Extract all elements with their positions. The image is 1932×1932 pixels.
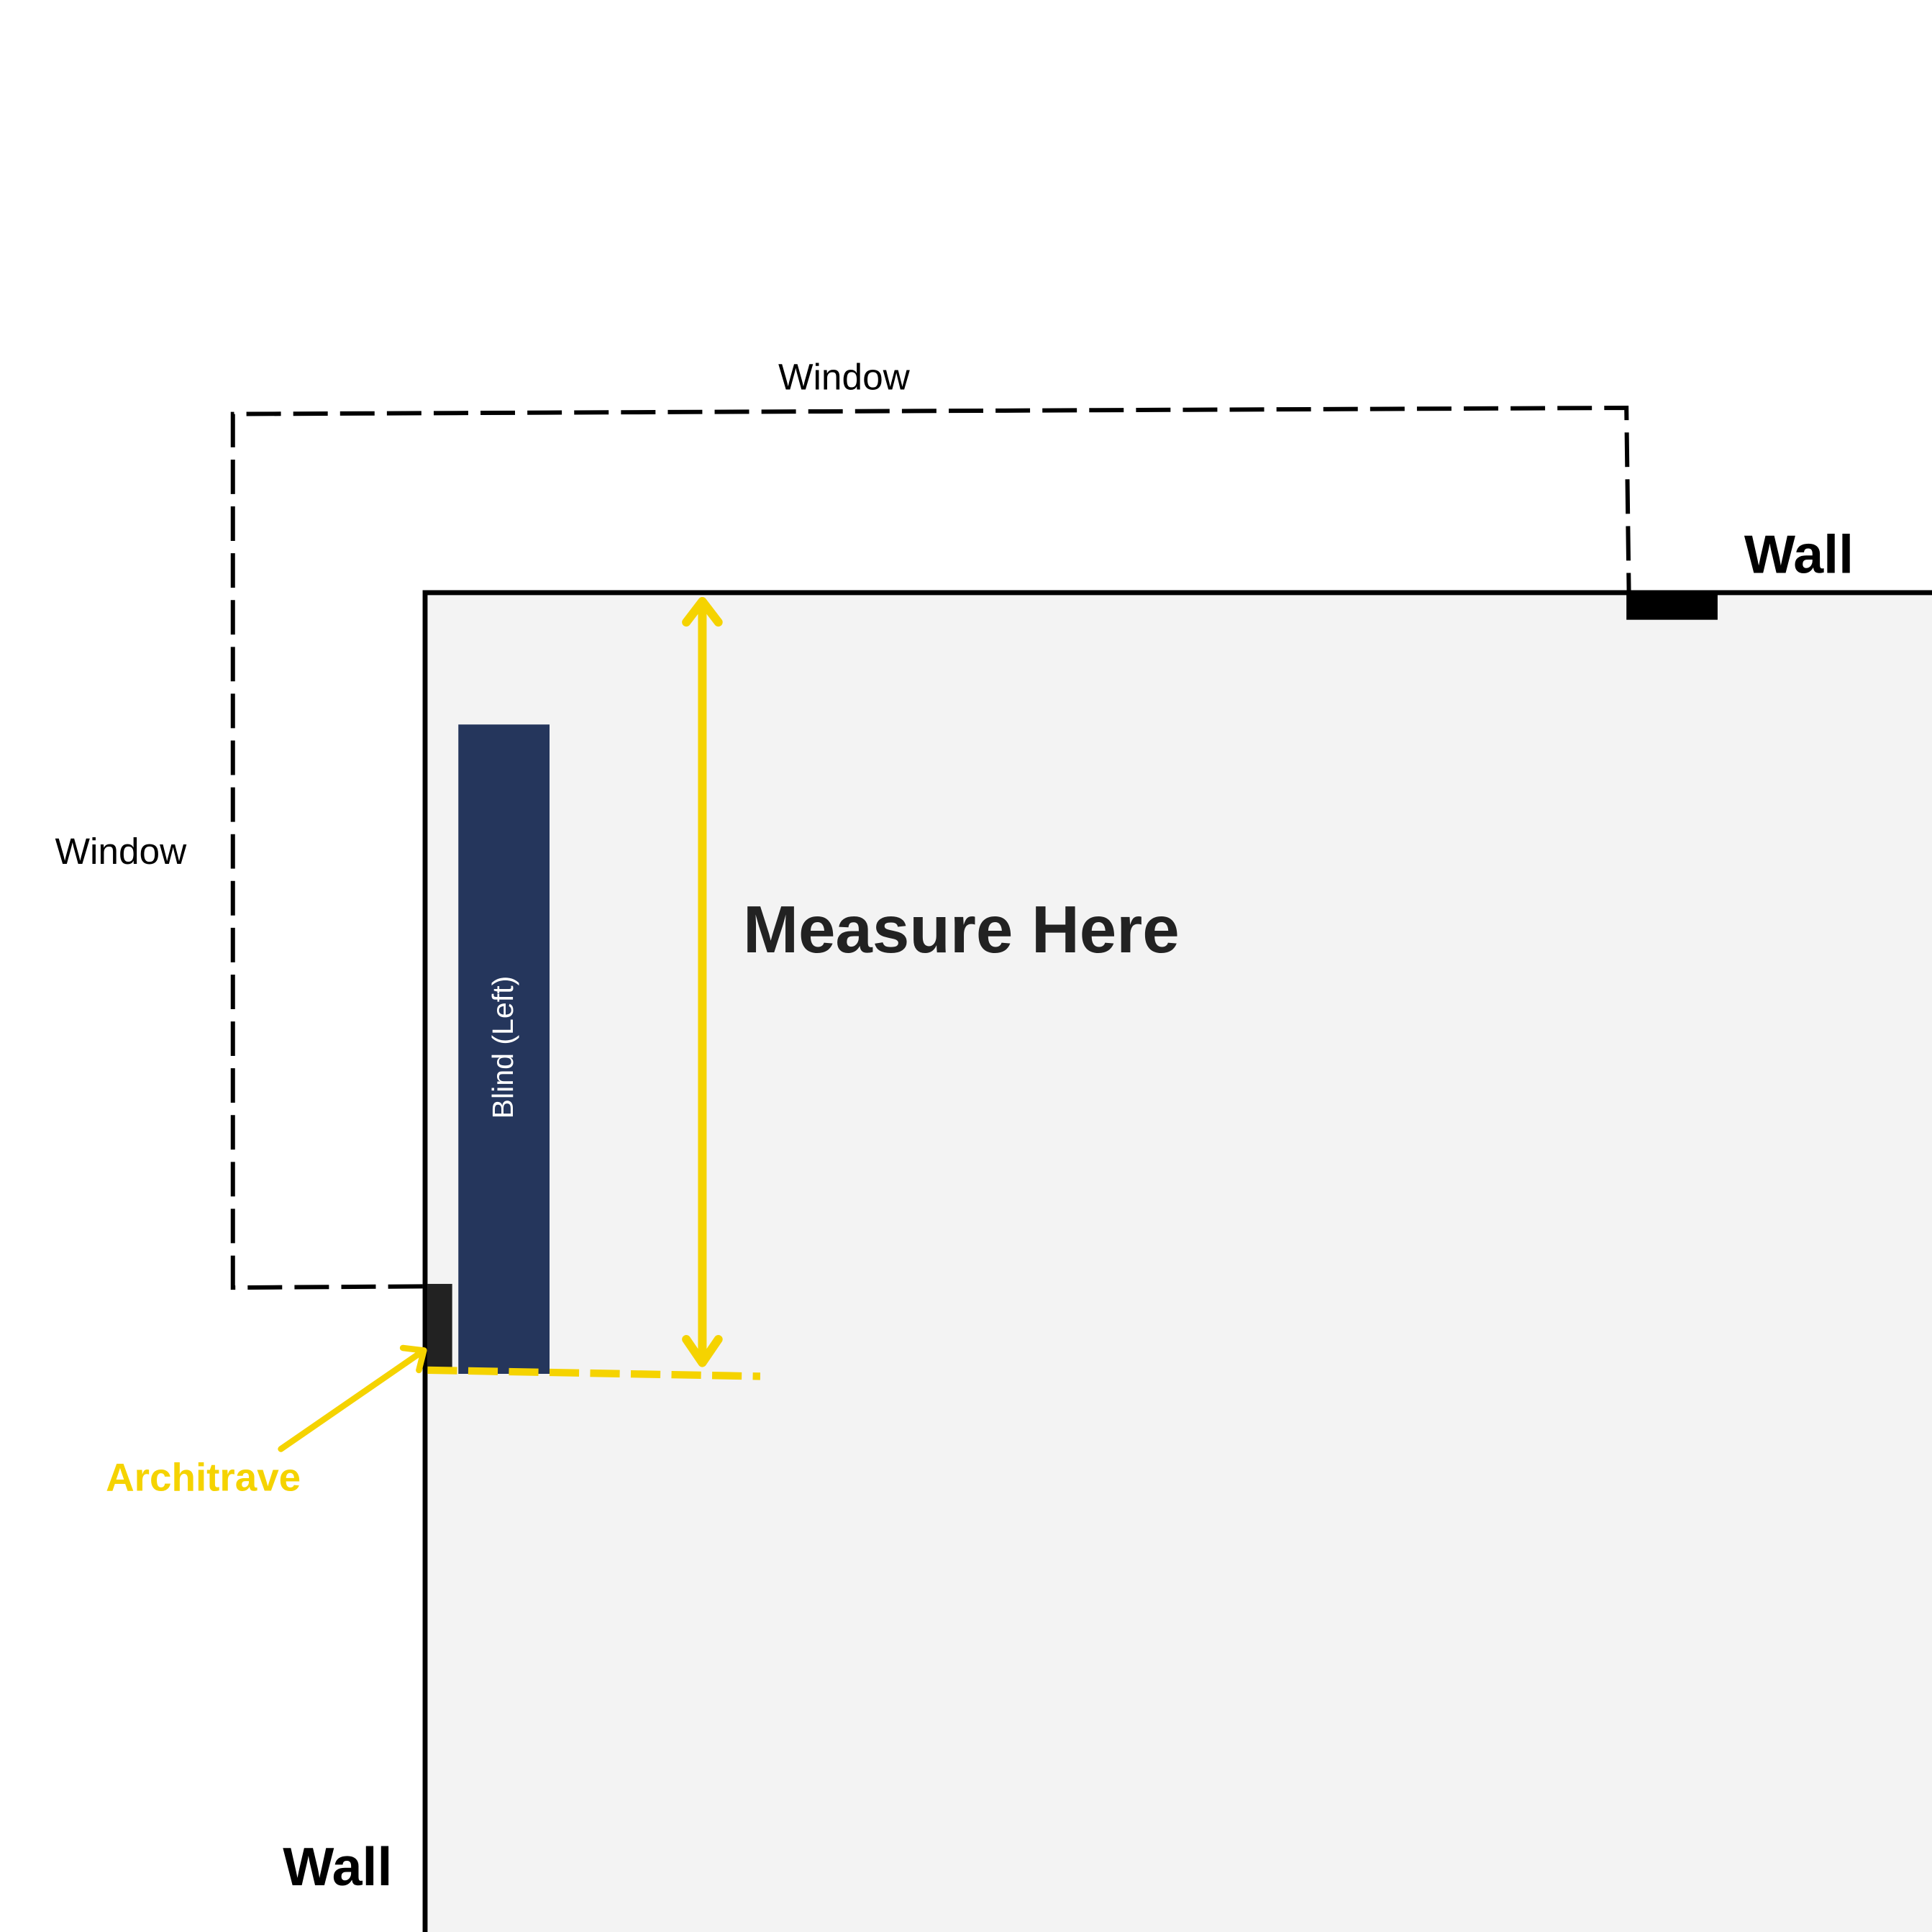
measure-baseline	[427, 1366, 761, 1380]
window-top-label: Window	[778, 355, 911, 397]
window-outline	[230, 405, 1631, 1290]
measure-arrow	[682, 596, 723, 1367]
top-wall-block	[1626, 592, 1718, 620]
wall-bottom-label: Wall	[283, 1836, 392, 1897]
measure-here-label: Measure Here	[743, 892, 1180, 967]
wall-top-label: Wall	[1744, 524, 1854, 585]
wall-area	[424, 592, 1932, 1932]
blind-left	[458, 724, 550, 1375]
architrave-block	[427, 1283, 452, 1370]
window-left-label: Window	[55, 830, 188, 872]
architrave-label: Architrave	[106, 1455, 301, 1500]
architrave-arrow	[278, 1344, 427, 1452]
blind-label: Blind (Left)	[486, 976, 519, 1119]
